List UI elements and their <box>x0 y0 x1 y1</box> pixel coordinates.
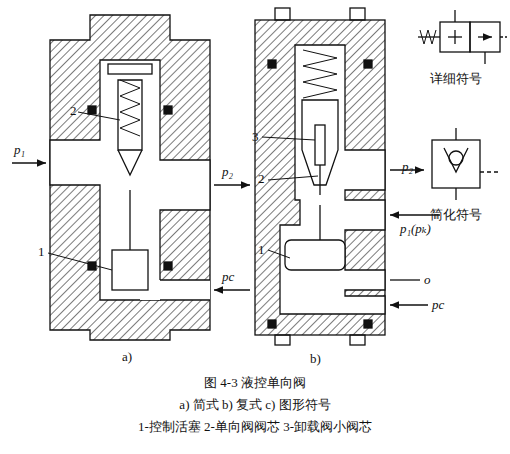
port-label: pc <box>222 270 234 283</box>
port-label: pc <box>432 298 444 311</box>
symbol-label: 简化符号 <box>430 208 482 221</box>
figure-caption: 图 4-3 液控单向阀 <box>204 376 306 389</box>
port-label: p₁(pₖ) <box>400 222 431 235</box>
caption-line: 1-控制活塞 2-单向阀阀芯 3-卸载阀小阀芯 <box>138 420 372 433</box>
port-label: p₂ <box>402 160 413 173</box>
port-label: p₂ <box>222 165 233 178</box>
figure-label: b) <box>310 352 321 365</box>
caption-line: a) 简式 b) 复式 c) 图形符号 <box>179 398 330 411</box>
port-label: p₁ <box>14 143 25 156</box>
port-label: o <box>424 273 431 286</box>
callout-number: 2 <box>70 104 77 117</box>
callout-number: 1 <box>38 245 45 258</box>
callout-number: 2 <box>258 172 265 185</box>
figure-label: a) <box>122 350 132 363</box>
symbol-label: 详细符号 <box>430 72 482 85</box>
callout-number: 1 <box>258 243 265 256</box>
callout-number: 3 <box>252 130 259 143</box>
